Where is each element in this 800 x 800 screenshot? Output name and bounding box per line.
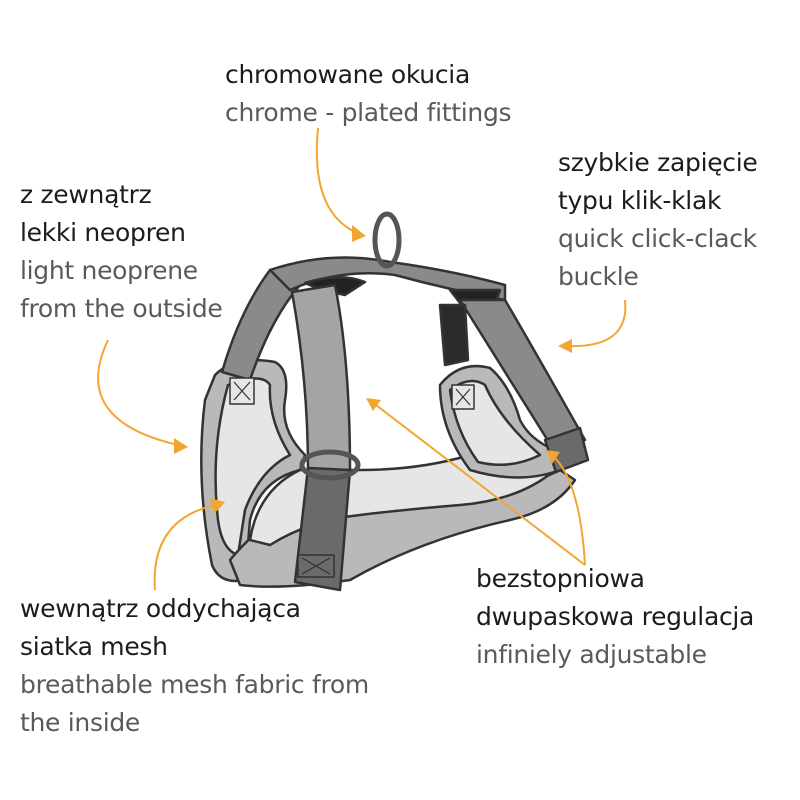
label-adjustable: bezstopniowa dwupaskowa regulacja infini… (476, 560, 754, 674)
arrowhead-mesh (210, 498, 225, 514)
label-pl-2: dwupaskowa regulacja (476, 602, 755, 631)
label-en-2: from the outside (20, 294, 223, 323)
arrowhead-adjust-2 (546, 450, 560, 464)
label-pl: chromowane okucia (225, 60, 470, 89)
label-pl-1: szybkie zapięcie (558, 148, 758, 177)
label-en: chrome - plated fittings (225, 98, 512, 127)
chest-ring (299, 449, 361, 481)
front-strap-lower (293, 466, 352, 592)
label-pl-1: wewnątrz oddychająca (20, 594, 301, 623)
buckle (438, 303, 470, 367)
label-en-2: the inside (20, 708, 140, 737)
label-en-1: breathable mesh fabric from (20, 670, 369, 699)
front-strap (290, 283, 352, 472)
label-pl-2: siatka mesh (20, 632, 168, 661)
label-buckle: szybkie zapięcie typu klik-klak quick cl… (558, 144, 758, 296)
label-mesh: wewnątrz oddychająca siatka mesh breatha… (20, 590, 369, 742)
label-pl-1: bezstopniowa (476, 564, 645, 593)
arrowhead-buckle (558, 339, 572, 353)
arrow-adjust-2 (551, 454, 586, 566)
label-pl-2: lekki neopren (20, 218, 186, 247)
callout-arrows (97, 127, 627, 591)
arrow-mesh (153, 504, 216, 591)
top-strap (268, 256, 507, 302)
arrowhead-neoprene (174, 438, 188, 454)
arrow-adjust-1 (371, 401, 586, 566)
label-pl-2: typu klik-klak (558, 186, 722, 215)
label-en: infiniely adjustable (476, 640, 707, 669)
label-en-1: quick click-clack (558, 224, 757, 253)
label-neoprene: z zewnątrz lekki neopren light neoprene … (20, 176, 223, 328)
top-d-ring (372, 211, 402, 269)
arrow-buckle (567, 299, 627, 348)
label-en-1: light neoprene (20, 256, 198, 285)
label-chrome-fittings: chromowane okucia chrome - plated fittin… (225, 56, 512, 132)
left-mesh (214, 377, 292, 557)
arrow-neoprene (97, 339, 179, 446)
arrowhead-adjust-1 (366, 398, 381, 411)
label-en-2: buckle (558, 262, 639, 291)
arrowhead-fittings (352, 225, 366, 242)
label-pl-1: z zewnątrz (20, 180, 152, 209)
arrow-fittings (315, 127, 356, 233)
patch-front (297, 554, 335, 578)
